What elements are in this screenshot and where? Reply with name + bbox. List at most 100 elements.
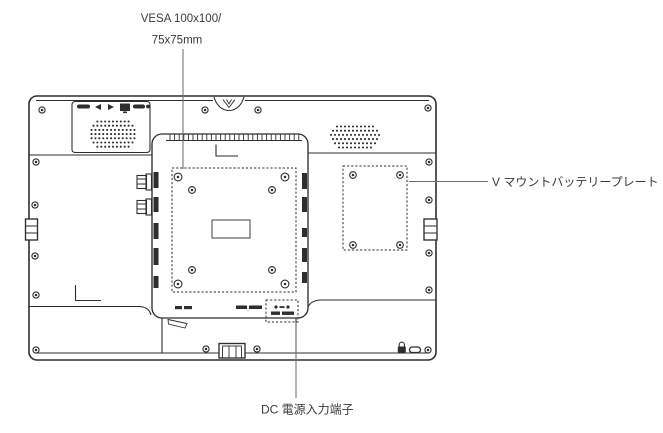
speaker-dot [345, 133, 349, 136]
vent-slot [302, 228, 307, 237]
speaker-dot [108, 145, 111, 148]
release-latch [167, 318, 188, 329]
speaker-dot [351, 138, 355, 141]
speaker-dot [353, 133, 357, 136]
screw-icon-center [33, 254, 37, 258]
control-buttons [77, 103, 150, 114]
speaker-dot [339, 125, 343, 128]
speaker-dot [337, 146, 341, 149]
vent-slot [302, 197, 307, 212]
speaker-dot [359, 125, 363, 128]
speaker-dot [131, 124, 134, 127]
speaker-dot [92, 124, 95, 127]
screw-icon-center [427, 160, 431, 164]
screw-icon [32, 291, 40, 299]
speaker-dot [339, 129, 343, 132]
vent-slot [153, 223, 159, 239]
speaker-dot [123, 120, 126, 123]
speaker-dot [333, 142, 337, 145]
speaker-dot [121, 137, 124, 140]
notch-chevron-icon [222, 99, 236, 109]
polarity-icon [279, 306, 285, 308]
speaker-dot [331, 138, 335, 141]
menu-button [120, 103, 130, 111]
speaker-dot [125, 137, 128, 140]
speaker-dot [365, 133, 369, 136]
speaker-dot [106, 137, 109, 140]
speaker-dot [367, 138, 371, 141]
speaker-dot [361, 146, 365, 149]
speaker-dot [343, 138, 347, 141]
left-edge-clip [24, 218, 39, 241]
speaker-dot [341, 146, 345, 149]
speaker-dot [337, 142, 341, 145]
speaker-dot [117, 137, 120, 140]
speaker-dot [359, 138, 363, 141]
screw-icon [253, 345, 261, 353]
speaker-dot [108, 124, 111, 127]
screw-icon [31, 201, 39, 209]
speaker-dot [117, 128, 120, 131]
speaker-dot [104, 124, 107, 127]
speaker-dot [104, 145, 107, 148]
speaker-dot [347, 125, 351, 128]
speaker-dot [375, 138, 379, 141]
screw-icon-center [34, 293, 38, 297]
speaker-dot [335, 129, 339, 132]
speaker-dot [96, 145, 99, 148]
dc-rating-print [282, 311, 294, 315]
speaker-dot [349, 133, 353, 136]
vesa-100-hole-center [176, 282, 180, 286]
speaker-dot [369, 146, 373, 149]
speaker-dot [117, 133, 120, 136]
speaker-dot [102, 128, 105, 131]
speaker-dot [361, 133, 365, 136]
speaker-dot [102, 137, 105, 140]
brightness-bar-button [133, 104, 145, 109]
screw-icon-center [427, 288, 431, 292]
speaker-dot [343, 129, 347, 132]
speaker-dot [129, 137, 132, 140]
screw-icon [201, 106, 209, 114]
speaker-dot [363, 125, 367, 128]
vesa-screw-holes [173, 172, 290, 289]
panel-screws [31, 104, 433, 354]
power-button [146, 104, 150, 109]
screw-icon [424, 346, 432, 354]
speaker-dot [98, 133, 101, 136]
speaker-dot [113, 137, 116, 140]
speaker-dot [133, 128, 136, 131]
speaker-dot [363, 138, 367, 141]
vent-slot [153, 276, 159, 288]
speaker-dot [90, 137, 93, 140]
speaker-dot [377, 133, 381, 136]
vesa-75-hole [268, 266, 276, 274]
screw-icon [38, 106, 46, 114]
v-mount-screw [349, 241, 357, 249]
speaker-dot [113, 133, 116, 136]
speaker-dot [357, 146, 361, 149]
speaker-dot [359, 129, 363, 132]
speaker-dot [115, 124, 118, 127]
speaker-dot [115, 120, 118, 123]
vesa-75-hole-center [190, 268, 194, 272]
speaker-dot [333, 133, 337, 136]
speaker-dot [353, 146, 357, 149]
volume-bar-button [77, 104, 90, 109]
connector-detail [137, 203, 147, 210]
v-mount-screw [396, 241, 404, 249]
vesa-label-line2: 75x75mm [152, 35, 203, 47]
v-mount-screw-center [351, 243, 355, 247]
speaker-dot [111, 120, 115, 123]
speaker-dot [100, 120, 103, 123]
padlock-icon [397, 346, 406, 353]
dc-input-dashed-outline [265, 299, 299, 323]
screw-icon [32, 158, 40, 166]
dc-rating-print [271, 311, 280, 315]
screw-icon [32, 346, 40, 354]
screw-icon-center [203, 108, 207, 112]
speaker-dot [131, 141, 134, 144]
screw-icon-center [255, 347, 259, 351]
speaker-dot [125, 128, 128, 131]
v-mount-screw [349, 171, 357, 179]
